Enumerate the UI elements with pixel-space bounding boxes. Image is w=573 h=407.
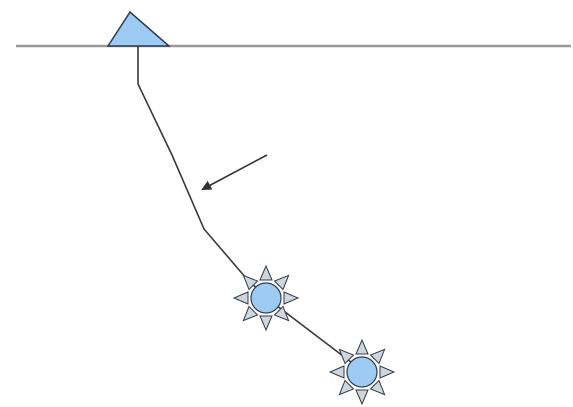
float-spike	[330, 366, 344, 378]
float-spike	[356, 340, 368, 354]
float-1-icon	[234, 266, 298, 330]
surface-buoy-icon	[108, 12, 169, 46]
mooring-cable	[138, 46, 364, 372]
float-spike	[356, 390, 368, 404]
float-spike	[234, 292, 248, 304]
float-spike	[260, 316, 272, 330]
float-spike	[380, 366, 394, 378]
direction-arrow-icon	[203, 155, 267, 189]
float-spike	[284, 292, 298, 304]
float-2-icon	[330, 340, 394, 404]
float-spike	[260, 266, 272, 280]
float-body	[251, 283, 281, 313]
float-body	[347, 357, 377, 387]
